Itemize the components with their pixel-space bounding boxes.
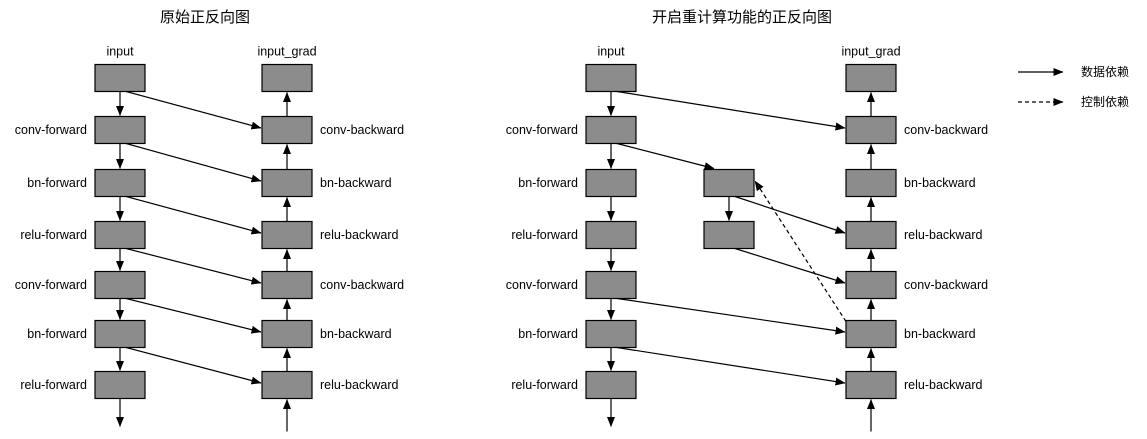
node-bn-forward-1-box [585,168,637,198]
node-relu-forward-2-box [94,370,146,400]
node-recompute-relu-box [703,220,755,250]
data-dependency-arrow [734,195,846,234]
node-relu-forward-2-label: relu-forward [20,378,87,392]
node-bn-forward-1-label: bn-forward [518,176,578,190]
node-bn-backward-2-box [845,319,897,349]
data-dependency-arrow [125,142,262,183]
original-graph: 原始正反向图 input conv-forward bn-forward relu-fo… [15,9,404,432]
node-conv-forward-2-label: conv-forward [506,278,578,292]
node-input-label: input [597,45,625,59]
node-relu-forward-2-label: relu-forward [511,378,578,392]
node-conv-backward-2-label: conv-backward [320,278,404,292]
data-dependency-arrow [125,195,262,235]
node-input_grad-label: input_grad [841,45,900,59]
node-conv-forward-1-box [585,115,637,145]
legend-solid-label: 数据依赖 [1081,64,1129,79]
node-conv-backward-1-box [845,115,897,145]
data-dependency-arrow [616,142,715,171]
node-bn-forward-1-label: bn-forward [27,176,87,190]
data-dependency-arrow [734,247,846,284]
recompute-graph: 开启重计算功能的正反向图 input conv-forward bn-forward r… [506,8,988,432]
control-dependency-arrow [754,180,847,322]
node-relu-forward-1-label: relu-forward [511,228,578,242]
node-relu-backward-1-box [261,220,313,250]
node-bn-backward-1-label: bn-backward [904,176,976,190]
node-conv-backward-1-label: conv-backward [904,123,988,137]
node-bn-forward-2-label: bn-forward [518,327,578,341]
node-recompute-bn-box [703,168,755,198]
node-conv-backward-2-label: conv-backward [904,278,988,292]
node-bn-backward-2-label: bn-backward [904,327,976,341]
node-bn-forward-2-box [585,319,637,349]
node-bn-backward-1-box [845,168,897,198]
node-relu-forward-1-box [94,220,146,250]
node-bn-forward-1-box [94,168,146,198]
node-conv-forward-1-box [94,115,146,145]
node-relu-forward-2-box [585,370,637,400]
node-relu-forward-1-label: relu-forward [20,228,87,242]
node-bn-forward-2-label: bn-forward [27,327,87,341]
node-conv-forward-1-label: conv-forward [506,123,578,137]
node-relu-backward-2-box [261,370,313,400]
node-bn-backward-2-label: bn-backward [320,327,392,341]
node-conv-backward-2-box [845,270,897,300]
node-relu-backward-2-box [845,370,897,400]
data-dependency-arrow [616,297,846,335]
data-dependency-arrow [616,346,846,386]
node-conv-forward-2-label: conv-forward [15,278,87,292]
node-input_grad-box [261,63,313,93]
node-input-box [585,63,637,93]
node-relu-backward-1-label: relu-backward [904,228,983,242]
original-graph-title: 原始正反向图 [160,9,250,26]
node-relu-forward-1-box [585,220,637,250]
node-bn-backward-1-box [261,168,313,198]
node-conv-backward-2-box [261,270,313,300]
node-bn-backward-2-box [261,319,313,349]
recompute-graph-title: 开启重计算功能的正反向图 [652,8,832,26]
node-bn-backward-1-label: bn-backward [320,176,392,190]
node-input-label: input [106,45,134,59]
node-bn-forward-2-box [94,319,146,349]
node-conv-forward-2-box [94,270,146,300]
data-dependency-arrow [125,247,262,285]
node-relu-backward-1-box [845,220,897,250]
data-dependency-arrow [616,90,846,131]
node-conv-forward-2-box [585,270,637,300]
node-input_grad-box [845,63,897,93]
data-dependency-arrow [125,297,262,334]
data-dependency-arrow [125,346,262,385]
legend-dashed-label: 控制依赖 [1081,94,1129,109]
node-conv-backward-1-label: conv-backward [320,123,404,137]
node-relu-backward-1-label: relu-backward [320,228,399,242]
data-dependency-arrow [125,90,262,130]
node-conv-forward-1-label: conv-forward [15,123,87,137]
node-relu-backward-2-label: relu-backward [904,378,983,392]
node-input_grad-label: input_grad [257,45,316,59]
node-conv-backward-1-box [261,115,313,145]
node-relu-backward-2-label: relu-backward [320,378,399,392]
node-input-box [94,63,146,93]
